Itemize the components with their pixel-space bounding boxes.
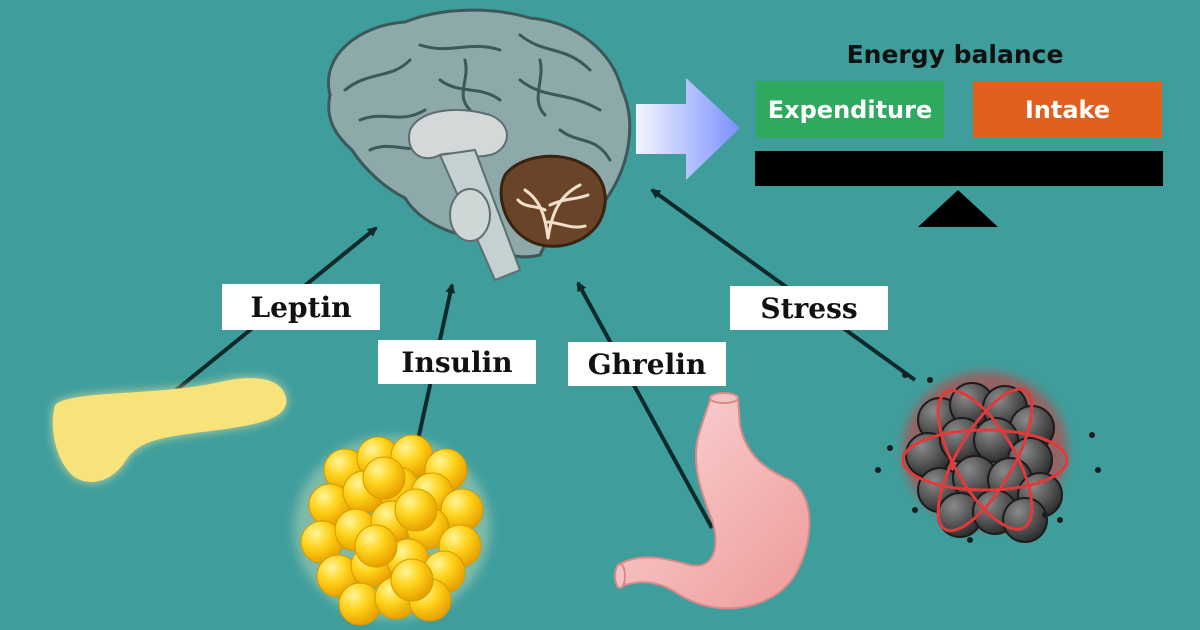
fat-cells-icon [294,434,490,626]
stress-orbit [936,387,1034,533]
energy-balance-title: Energy balance [846,40,1064,69]
stress-particle [1095,467,1101,473]
fat-cell [390,558,434,602]
label-insulin: Insulin [378,340,536,384]
balance-fulcrum [918,190,998,227]
output-arrow-icon [636,78,740,180]
stomach-icon [614,392,811,610]
stress-arrow [650,188,917,382]
label-leptin: Leptin [222,284,380,330]
fat-cell [338,582,382,626]
stress-particle [875,467,881,473]
stress-particle [1042,512,1048,518]
brain-icon [327,8,632,282]
fat-cell [354,524,398,568]
stress-ball-icon [875,372,1101,543]
stress-cell [1002,497,1048,543]
intake-box: Intake [973,81,1162,138]
label-stress: Stress [730,286,888,330]
fat-cell [362,456,406,500]
stress-particle [967,537,973,543]
pancreas-icon [52,378,287,482]
label-ghrelin: Ghrelin [568,342,726,386]
fat-cell [394,488,438,532]
balance-beam [755,151,1163,186]
stress-particle [1057,517,1063,523]
stress-particle [887,445,893,451]
stress-orbit [936,389,1034,531]
stress-orbit [901,428,1069,492]
ghrelin-arrow [576,281,714,529]
expenditure-box: Expenditure [756,81,944,138]
stress-particle [902,372,908,378]
stress-particle [927,377,933,383]
stress-particle [912,507,918,513]
stress-particle [1089,432,1095,438]
